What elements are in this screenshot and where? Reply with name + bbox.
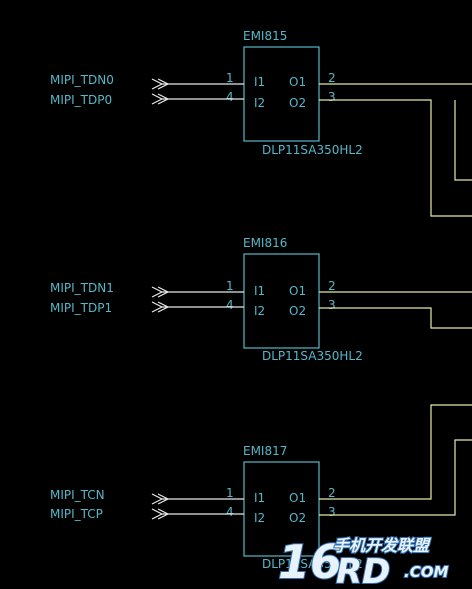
pin-label: I1: [254, 284, 265, 298]
wire[interactable]: [319, 439, 472, 516]
pin-number: 2: [328, 71, 336, 85]
pin-label: O1: [289, 75, 306, 89]
net-label: MIPI_TDN0: [50, 73, 114, 87]
wire[interactable]: [319, 99, 472, 217]
pin-number: 4: [226, 505, 234, 519]
watermark-number: 16: [278, 535, 342, 589]
pin-number: 1: [226, 279, 234, 293]
pin-number: 1: [226, 71, 234, 85]
part-number: DLP11SA350HL2: [262, 349, 363, 363]
watermark-rd: RD: [336, 552, 390, 589]
pin-label: O2: [289, 511, 306, 525]
site-watermark: 16 手机开发联盟 RD .COM: [277, 534, 449, 589]
net-label: MIPI_TCN: [50, 488, 105, 502]
part-number: DLP11SA350HL2: [262, 557, 363, 571]
pin-label: I1: [254, 491, 265, 505]
pin-number: 3: [328, 298, 336, 312]
wire[interactable]: [454, 100, 472, 181]
pin-label: I1: [254, 75, 265, 89]
wire[interactable]: [319, 404, 472, 500]
component-body[interactable]: [243, 461, 320, 557]
refdes-label: EMI815: [243, 29, 287, 43]
emi816-block: EMI816 I1 I2 O1 O2 1 4 2 3 DLP11SA350HL2…: [50, 236, 472, 363]
pin-number: 4: [226, 298, 234, 312]
refdes-label: EMI817: [243, 444, 287, 458]
pin-number: 3: [328, 505, 336, 519]
pin-label: O1: [289, 491, 306, 505]
net-label: MIPI_TDP0: [50, 93, 112, 107]
pin-label: O2: [289, 304, 306, 318]
emi817-block: EMI817 I1 I2 O1 O2 1 4 2 3 DLP11SA350HL2…: [50, 404, 472, 571]
pin-number: 1: [226, 486, 234, 500]
emi815-block: EMI815 I1 I2 O1 O2 1 4 2 3 DLP11SA350HL2…: [50, 29, 472, 217]
refdes-label: EMI816: [243, 236, 287, 250]
watermark-com: .COM: [404, 563, 448, 581]
pin-label: O1: [289, 284, 306, 298]
pin-number: 2: [328, 279, 336, 293]
net-label: MIPI_TCP: [50, 507, 103, 521]
wire[interactable]: [319, 307, 472, 329]
pin-number: 2: [328, 486, 336, 500]
pin-label: I2: [254, 96, 265, 110]
net-label: MIPI_TDN1: [50, 281, 114, 295]
pin-label: I2: [254, 511, 265, 525]
component-body[interactable]: [243, 253, 320, 349]
pin-label: O2: [289, 96, 306, 110]
pin-number: 4: [226, 90, 234, 104]
watermark-chinese: 手机开发联盟: [333, 536, 431, 555]
net-label: MIPI_TDP1: [50, 301, 112, 315]
pin-label: I2: [254, 304, 265, 318]
component-body[interactable]: [243, 46, 320, 142]
part-number: DLP11SA350HL2: [262, 143, 363, 157]
pin-number: 3: [328, 90, 336, 104]
